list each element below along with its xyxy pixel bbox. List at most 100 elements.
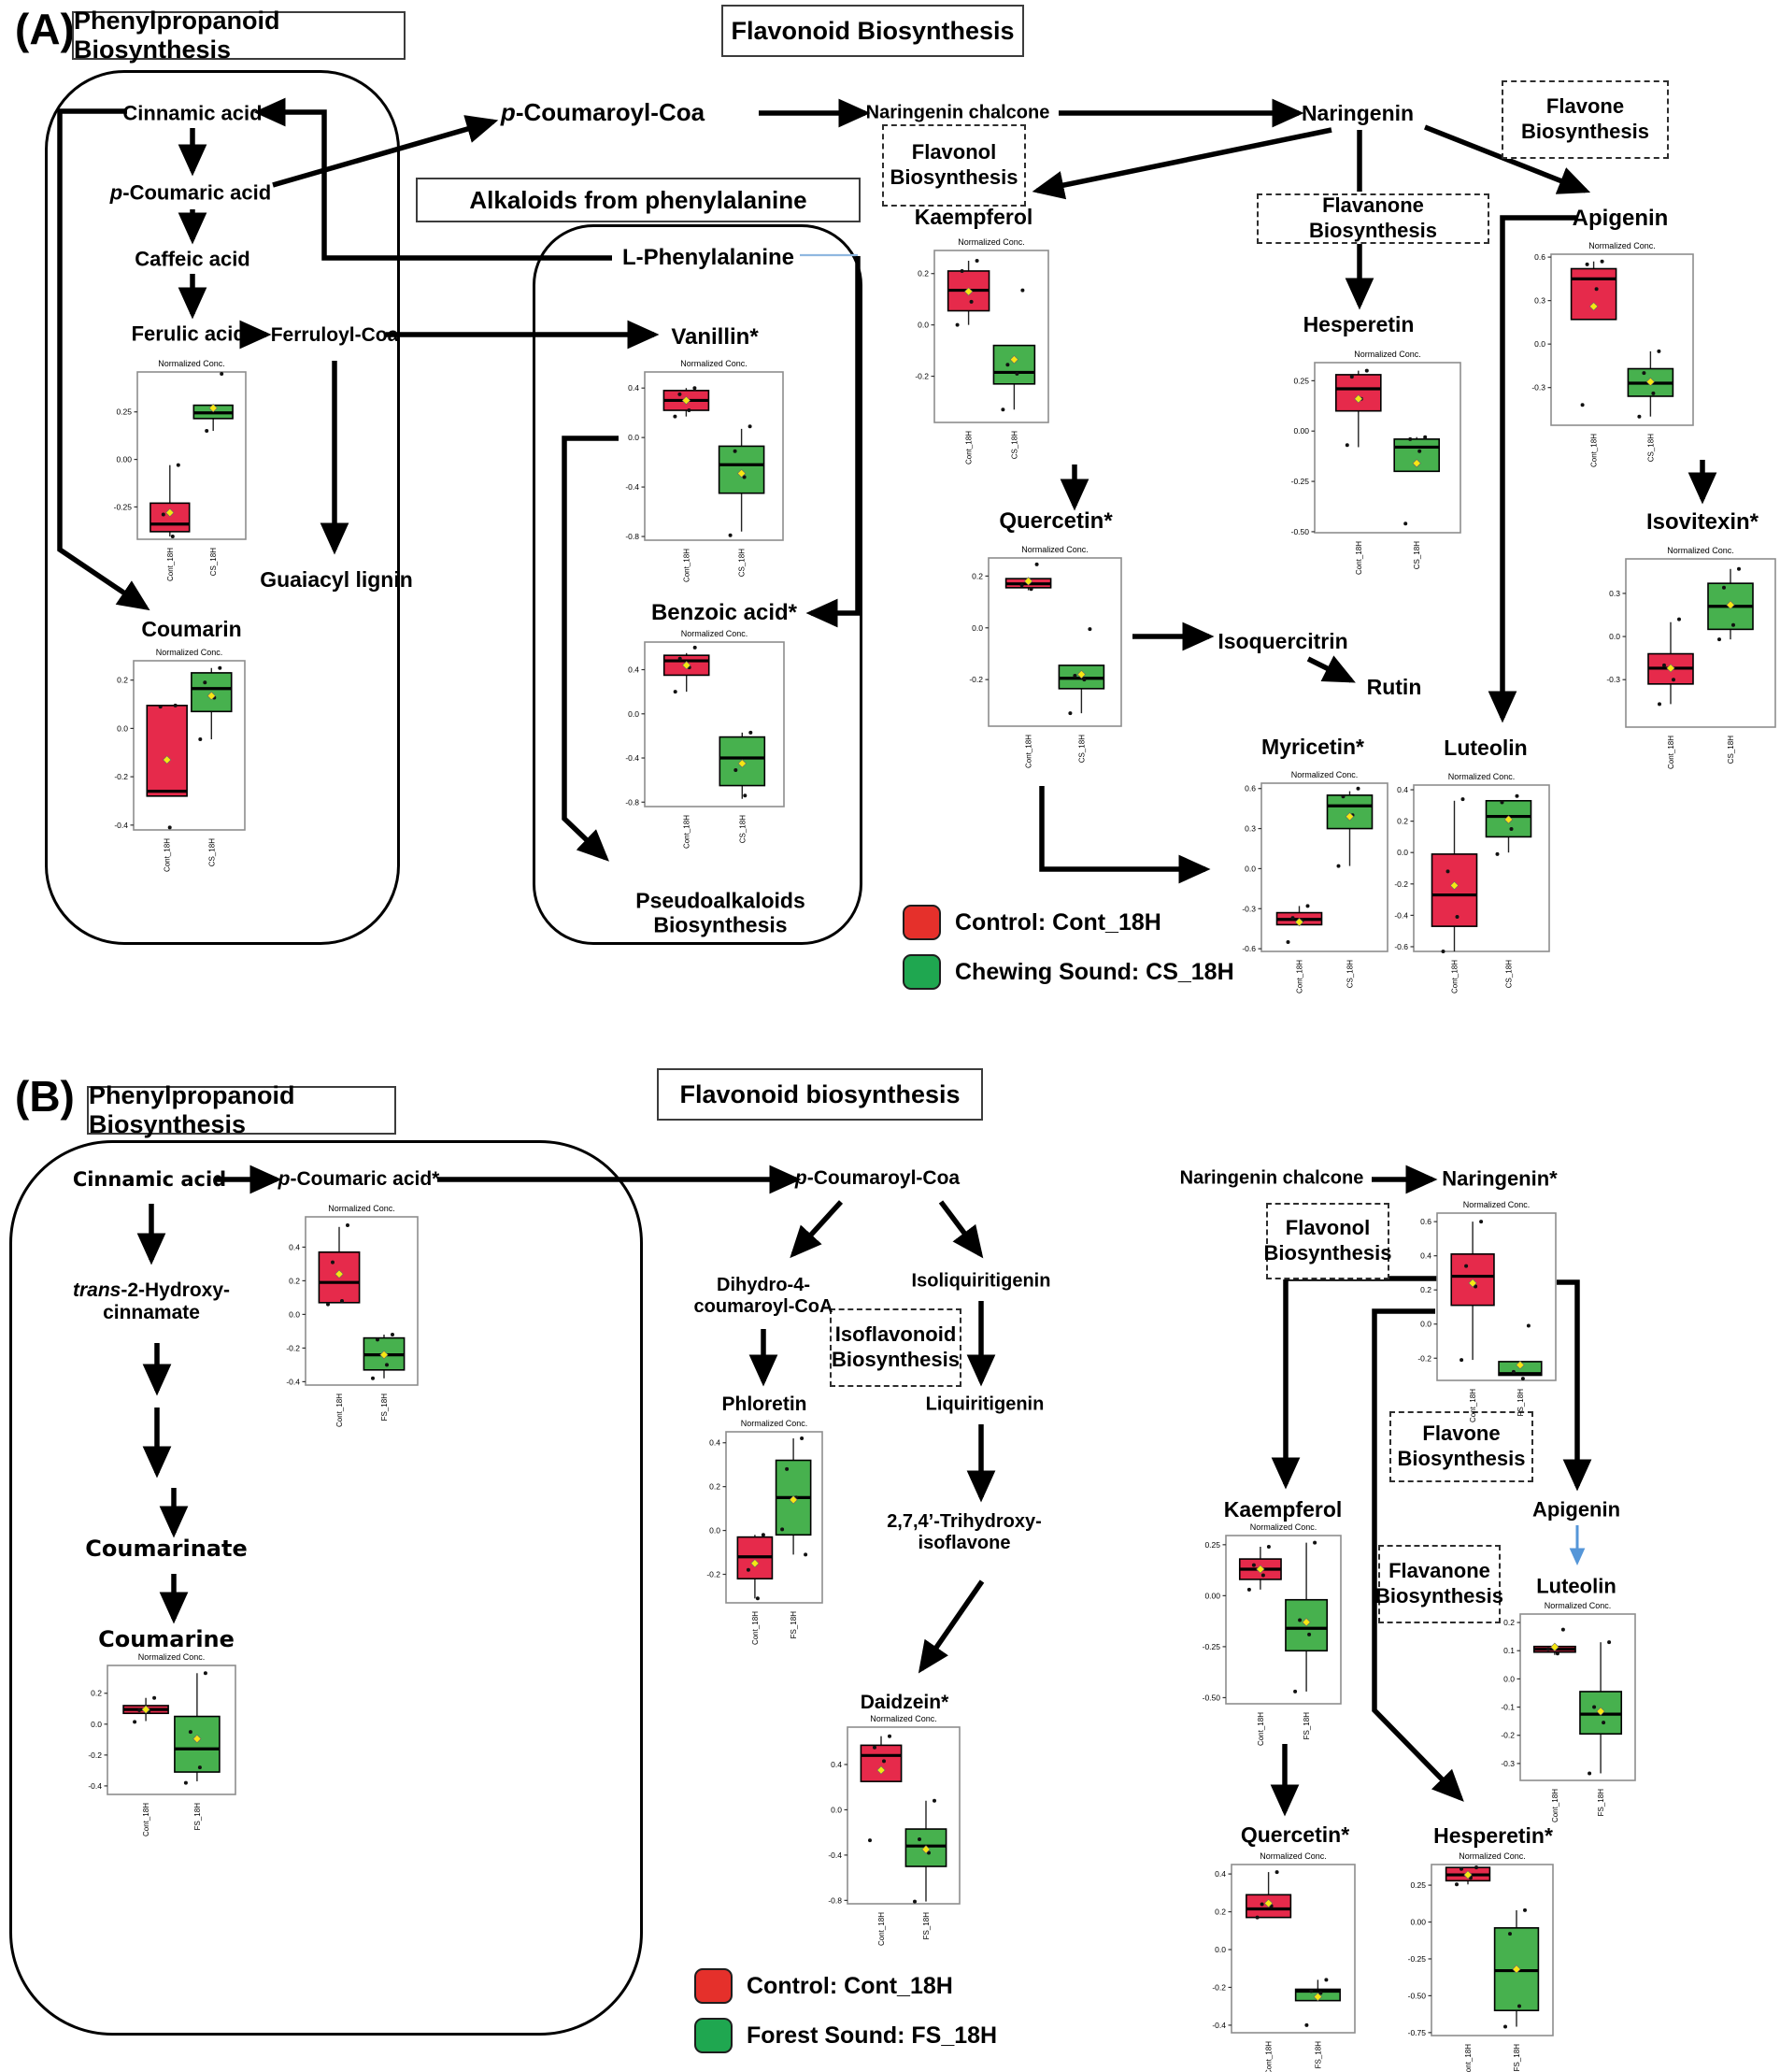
data-point [1364, 368, 1369, 373]
data-point [1479, 1220, 1484, 1224]
legend-swatch-control-b [694, 1968, 733, 2004]
y-tick-label: -0.8 [625, 532, 639, 541]
pathway-arrow-18 [1488, 215, 1576, 723]
data-point [1517, 2004, 1521, 2008]
boxplot-group-cont-18h: Cont_18H [1335, 368, 1382, 575]
data-point [1088, 627, 1092, 632]
data-point [385, 1363, 389, 1367]
plot-title: Normalized Conc. [958, 237, 1025, 247]
x-category-label: Cont_18H [1257, 1712, 1265, 1746]
mean-marker [208, 404, 218, 413]
data-point [220, 372, 224, 377]
plot-title: Normalized Conc. [158, 359, 225, 368]
data-point [673, 690, 677, 694]
boxplot-svg: Normalized Conc.0.20.10.0-0.1-0.2-0.3Con… [1501, 1601, 1636, 1822]
x-category-label: CS_18H [738, 549, 747, 577]
y-tick-label: 0.00 [1204, 1591, 1220, 1600]
data-point [1592, 1705, 1597, 1709]
node-a-luteolin: Luteolin [1444, 735, 1528, 760]
boxplot-group-cs-18h: CS_18H [1707, 566, 1754, 764]
node-a-naringenin-chalcone: Naringenin chalcone [865, 102, 1050, 123]
y-tick-label: 0.3 [1245, 824, 1256, 834]
pathway-arrow-31 [790, 1200, 844, 1259]
y-tick-label: 0.00 [1293, 426, 1309, 436]
data-point [391, 1333, 394, 1336]
node-a-isovitexin: Isovitexin* [1645, 509, 1759, 536]
y-tick-label: 0.2 [289, 1276, 300, 1285]
x-category-label: Cont_18H [1265, 2041, 1274, 2072]
data-point [1356, 786, 1360, 791]
mean-marker [1345, 812, 1355, 822]
box-cs-18h [992, 344, 1036, 385]
box-cont-18h [1335, 374, 1382, 412]
node-a-benzoic-acid: Benzoic acid* [650, 600, 798, 626]
data-point [733, 449, 737, 453]
mean-marker [736, 468, 747, 479]
x-category-label: FS_18H [193, 1803, 202, 1831]
box-cont-18h [860, 1744, 903, 1782]
y-tick-label: -0.25 [1408, 1954, 1427, 1964]
data-point [755, 1596, 760, 1601]
boxplot-group-cs-18h: CS_18H [1058, 627, 1105, 763]
data-point [1600, 259, 1604, 264]
data-point [1717, 637, 1721, 642]
x-category-label: Cont_18H [1469, 1389, 1477, 1422]
y-tick-label: -0.2 [1212, 1982, 1226, 1992]
y-tick-label: 0.0 [1420, 1320, 1431, 1329]
node-b-kaempferol: Kaempferol [1223, 1496, 1343, 1522]
data-point [1445, 869, 1450, 874]
title-alkaloids-from-phenylalanine: Alkaloids from phenylalanine [416, 178, 861, 222]
dashed-box-a-flavanone-biosynthesis: Flavanone Biosynthesis [1257, 193, 1489, 244]
y-tick-label: -0.2 [706, 1570, 720, 1579]
pathway-container-a-1 [533, 224, 862, 945]
y-tick-label: 0.3 [1534, 296, 1545, 306]
node-a-l-phenylalanine: L-Phenylalanine [621, 245, 795, 271]
y-tick-label: 0.4 [289, 1242, 300, 1251]
data-point [868, 1838, 872, 1843]
data-point [1318, 1991, 1323, 1995]
y-tick-label: -0.50 [1291, 527, 1310, 536]
boxplot-group-fs-18h: FS_18H [1294, 1978, 1341, 2069]
data-point [1260, 1902, 1264, 1907]
plot-title: Normalized Conc. [156, 648, 223, 657]
y-tick-label: 0.0 [628, 709, 639, 719]
mean-marker [1468, 1279, 1477, 1288]
x-category-label: Cont_18H [1590, 434, 1599, 467]
data-point [955, 322, 960, 327]
data-point [137, 1708, 142, 1712]
x-category-label: FS_18H [1513, 2044, 1521, 2072]
data-point [1005, 363, 1010, 367]
data-point [1737, 566, 1741, 571]
data-point [960, 268, 964, 273]
y-tick-label: -0.3 [1242, 904, 1256, 913]
y-tick-label: 0.2 [918, 269, 929, 279]
y-tick-label: 0.25 [1204, 1540, 1220, 1550]
y-tick-label: 0.1 [1503, 1646, 1515, 1655]
data-point [376, 1337, 379, 1342]
node-b-trans-2-hydroxy-cinnamate: trans-2-Hydroxy-cinnamate [72, 1279, 231, 1323]
data-point [1255, 1915, 1260, 1920]
data-point [804, 1552, 808, 1557]
panel-b-label: (B) [15, 1072, 75, 1121]
data-point [785, 1466, 790, 1471]
data-point [1019, 583, 1024, 588]
data-point [1594, 287, 1599, 292]
x-category-label: FS_18H [1314, 2041, 1322, 2069]
y-tick-label: 0.2 [709, 1482, 720, 1492]
data-point [1651, 391, 1656, 395]
y-tick-label: 0.2 [1215, 1908, 1226, 1917]
boxplot-group-cont-18h: Cont_18H [150, 463, 191, 581]
boxplot-svg: Normalized Conc.0.40.20.0-0.2-0.4Cont_18… [286, 1204, 419, 1427]
data-point [1260, 1573, 1265, 1578]
mean-marker [163, 755, 172, 764]
boxplot-group-fs-18h: FS_18H [1579, 1640, 1623, 1816]
mean-marker [963, 287, 974, 296]
data-point [1455, 1882, 1459, 1887]
